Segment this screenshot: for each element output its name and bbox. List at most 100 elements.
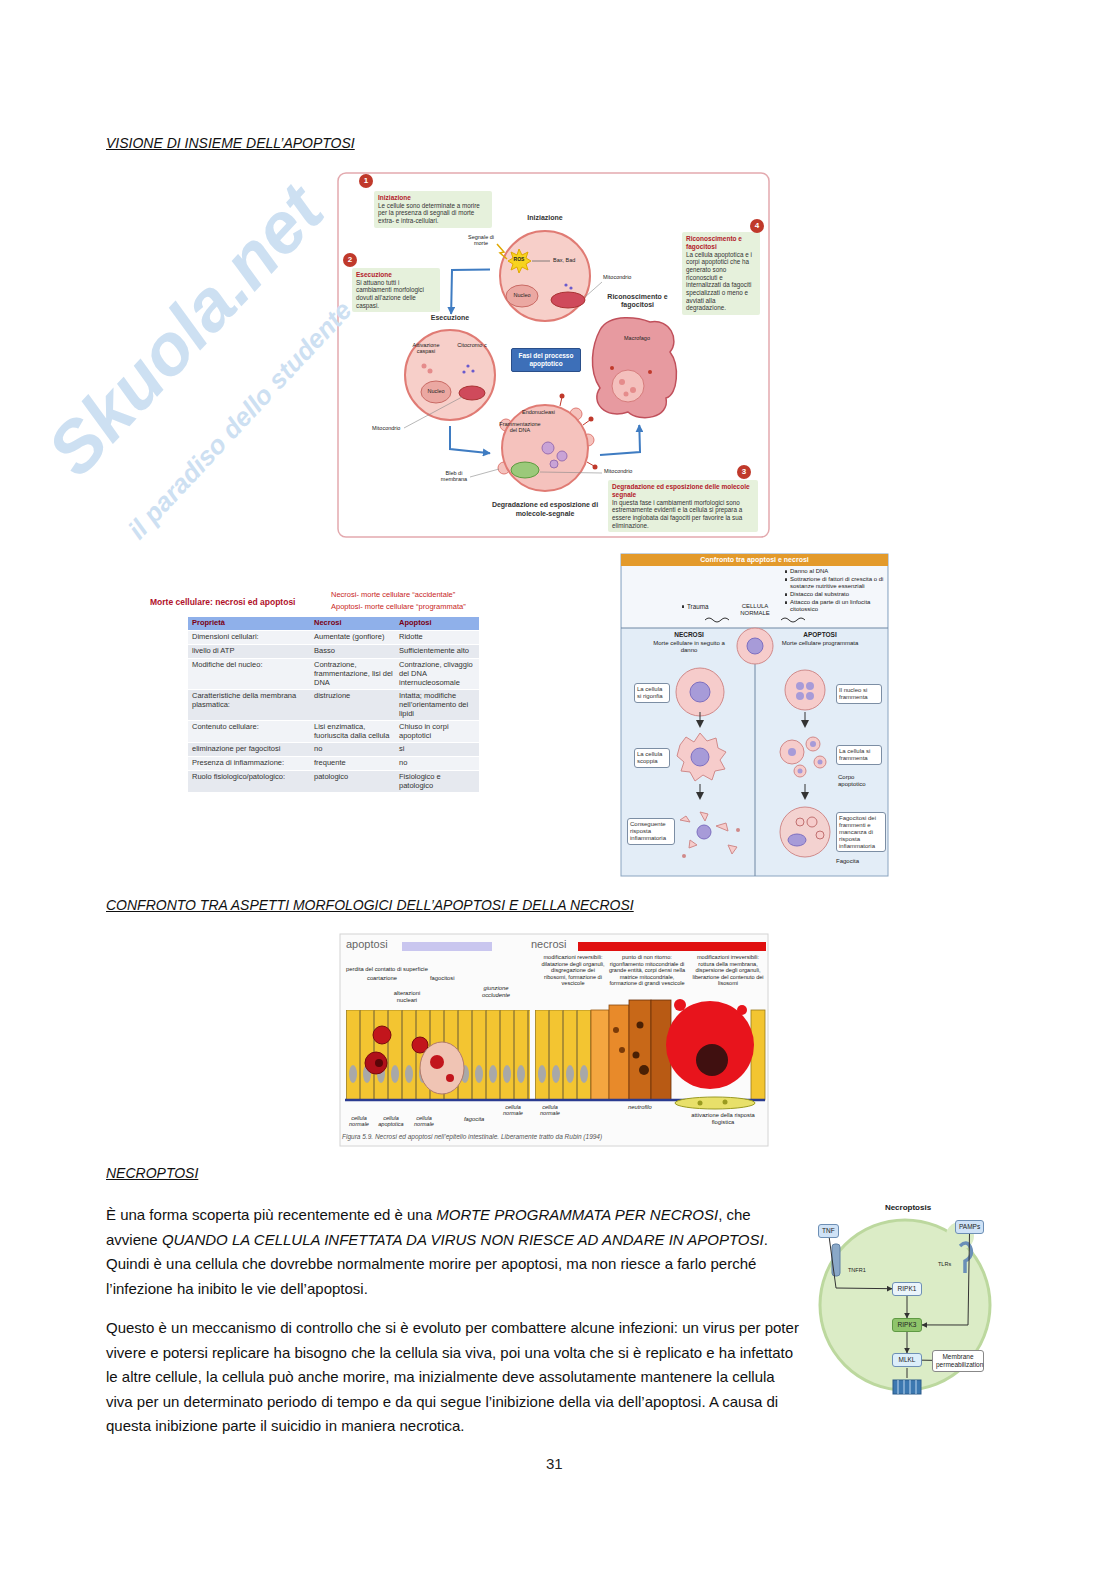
text-slot: Caratteristiche della membrana plasmatic… — [192, 692, 308, 710]
table-cell: livello di ATP — [192, 647, 308, 656]
figure-label: perdita del contatto di superficie — [346, 966, 428, 973]
node-heading: Degradazione ed esposizione di molecole-… — [490, 501, 600, 518]
text-slot: cellula normale — [409, 1115, 439, 1128]
table-cell: no — [314, 745, 395, 754]
execution-cell-part — [462, 370, 465, 373]
necroptosis-figure-part — [898, 1380, 899, 1394]
comparison-figure-part — [716, 823, 728, 831]
step-box: La cellula si frammenta — [836, 745, 882, 765]
text-slot: Danno al DNA — [784, 568, 884, 575]
execution-cell-part — [428, 369, 433, 374]
epithelium-figure-part — [609, 1005, 629, 1100]
text-slot: necrosi — [531, 938, 566, 951]
text-slot: giunzione occludente — [474, 985, 518, 999]
callout-number: 2 — [343, 253, 357, 267]
figure-label: Morte cellulare programmata — [780, 640, 860, 647]
epithelium-figure-part — [446, 1074, 454, 1082]
node-heading: MLKL — [896, 1356, 918, 1364]
text-slot: ROS — [510, 257, 528, 263]
epithelium-figure-part — [674, 999, 686, 1011]
text-slot: eliminazione per fagocitosi — [192, 745, 308, 754]
protein-box: RIPK1 — [892, 1282, 922, 1296]
step-box: Il nucleo si frammenta — [836, 684, 882, 704]
node-heading: Iniziazione — [527, 214, 562, 222]
epithelium-figure-part — [591, 1010, 609, 1100]
degradation-cell-part — [583, 420, 590, 425]
comparison-figure-part — [780, 807, 830, 857]
comparison-figure-part — [680, 816, 690, 822]
text-slot: Necrosi- morte cellulare “accidentale” — [331, 591, 455, 600]
text-slot: CELLULA NORMALE — [731, 603, 779, 617]
figure-caption: Figura 5.9. Necrosi ed apoptosi nell’epi… — [342, 1133, 602, 1141]
text-slot: Mitocondrio — [603, 274, 631, 280]
text-slot: punto di non ritorno: rigonfiamento mito… — [607, 954, 687, 987]
figure-label: Mitocondrio — [604, 468, 632, 474]
figure-label: Morte cellulare: necrosi ed apoptosi — [150, 597, 295, 607]
figure-label: TLRs — [938, 1261, 951, 1267]
comparison-figure-part — [622, 566, 887, 628]
text-slot: Basso — [314, 647, 395, 656]
macrophage-part — [630, 387, 636, 393]
initiation-cell-part — [508, 249, 531, 273]
initiation-cell-part — [500, 231, 590, 321]
protein-box: Membrane permeabilization — [932, 1350, 984, 1372]
table-cell: Contrazione, clivaggio del DNA internucl… — [399, 661, 476, 688]
text-slot: Macrofago — [624, 335, 650, 341]
figure-label: Attivazione caspasi — [408, 342, 444, 355]
text-slot: fagocitosi — [430, 975, 455, 982]
figure-label: coartazione — [367, 975, 397, 982]
paragraph-text: QUANDO LA CELLULA INFETTATA DA VIRUS NON… — [162, 1231, 764, 1248]
node-heading: Membrane permeabilization — [936, 1353, 980, 1369]
node-heading: Riconoscimento e fagocitosi — [686, 235, 756, 251]
table-cell: Intatta; modifiche nell’orientamento dei… — [399, 692, 476, 719]
text-slot: Nucleo — [509, 292, 535, 298]
text-slot: Morte cellulare in seguito a danno — [650, 640, 728, 654]
node-body: In questa fase i cambiamenti morfologici… — [612, 499, 754, 530]
epithelium-figure-part — [373, 1026, 391, 1044]
figure-label: fagocitosi — [430, 975, 455, 982]
text-slot: TLRs — [938, 1261, 951, 1267]
figure-label: APOPTOSI — [780, 631, 860, 639]
epithelium-figure-part — [666, 1001, 754, 1089]
macrophage-part — [592, 318, 676, 418]
text-slot: CONFRONTO TRA ASPETTI MORFOLOGICI DELL’A… — [106, 897, 634, 914]
node-heading: RIPK3 — [896, 1321, 918, 1329]
degradation-cell-part — [502, 405, 588, 491]
comparison-figure-part — [728, 845, 737, 854]
node-heading: Fagocitosi dei frammenti e mancanza di r… — [839, 815, 883, 849]
page-number: 31 — [546, 1455, 563, 1473]
epithelium-figure-part — [698, 1101, 703, 1106]
figure-label: cellula apoptotica — [375, 1115, 407, 1128]
figure-label: fagocita — [464, 1116, 484, 1123]
figure-label: modificazioni irreversibili: rottura del… — [690, 954, 766, 987]
cell-stage: Riconoscimento e fagocitosi — [595, 293, 680, 425]
text-slot: Ruolo fisiologico/patologico: — [192, 773, 308, 782]
figure-label: Morte cellulare in seguito a danno — [650, 640, 728, 654]
protein-box: RIPK3 — [892, 1318, 922, 1332]
comparison-figure-part — [788, 834, 806, 846]
text-slot: Frammentazione del DNA — [497, 421, 543, 434]
figure-label: Corpo apoptotico — [838, 774, 872, 788]
execution-cell-part — [459, 386, 485, 400]
text-slot: neutrofilo — [628, 1104, 652, 1111]
table-cell: Contenuto cellulare: — [192, 723, 308, 732]
table-cell: Proprietà — [192, 619, 308, 628]
figure-label: TNFR1 — [848, 1267, 866, 1273]
node-heading: Esecuzione — [431, 314, 470, 322]
text-slot: Mitocondrio — [372, 425, 400, 431]
macrophage — [592, 318, 676, 418]
figure-label: NECROSI — [650, 631, 728, 639]
epithelium-figure-part — [375, 1059, 383, 1067]
table-cell: eliminazione per fagocitosi — [192, 745, 308, 754]
callout-box: Degradazione ed esposizione delle moleco… — [608, 480, 758, 532]
comparison-figure-part — [806, 737, 820, 751]
connector-arrow — [907, 1296, 908, 1318]
watermark: Skuola.net — [35, 172, 336, 487]
text-slot: Proprietà — [192, 619, 308, 628]
necroptosis-figure-part — [910, 1380, 911, 1394]
epithelium-figure-part — [696, 1044, 728, 1076]
text-slot: Dimensioni cellulari: — [192, 633, 308, 642]
figure-label: Attacco da parte di un linfocita citotos… — [784, 599, 884, 613]
table-cell: Basso — [314, 647, 395, 656]
